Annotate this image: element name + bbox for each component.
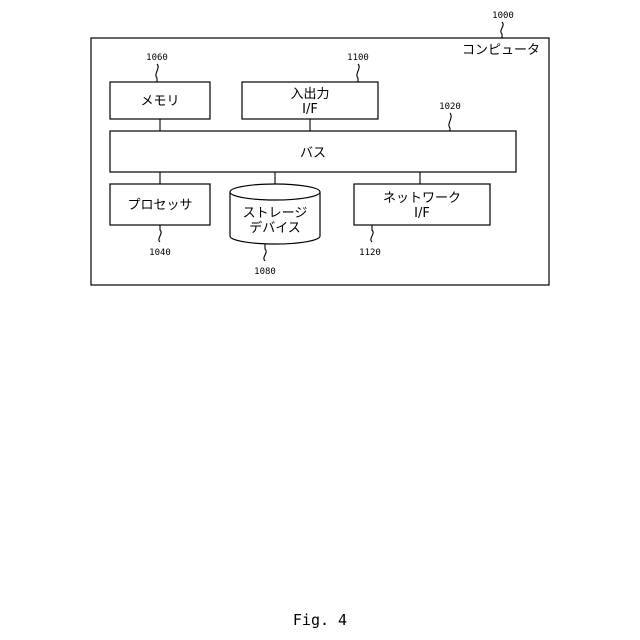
io-interface-label-line1: 入出力 [290,87,329,102]
computer-ref-leader [501,22,503,38]
io-interface-ref: 1100 [347,53,369,63]
network-interface-label-line1: ネットワーク [383,191,461,206]
io-interface-label-line2: I/F [302,102,318,117]
network-interface-label-line2: I/F [414,206,430,221]
network-interface-ref: 1120 [359,248,381,258]
storage-ref: 1080 [254,267,276,277]
storage-label-line2: デバイス [249,220,301,236]
figure-label: Fig. 4 [293,611,347,629]
computer-ref: 1000 [492,11,514,21]
computer-label: コンピュータ [462,43,540,58]
memory-ref: 1060 [146,53,168,63]
memory-label: メモリ [140,94,179,109]
bus-label: バス [300,146,326,161]
storage-label-line1: ストレージ [243,206,308,221]
processor-ref: 1040 [149,248,171,258]
bus-ref: 1020 [439,102,461,112]
processor-label: プロセッサ [127,198,192,213]
